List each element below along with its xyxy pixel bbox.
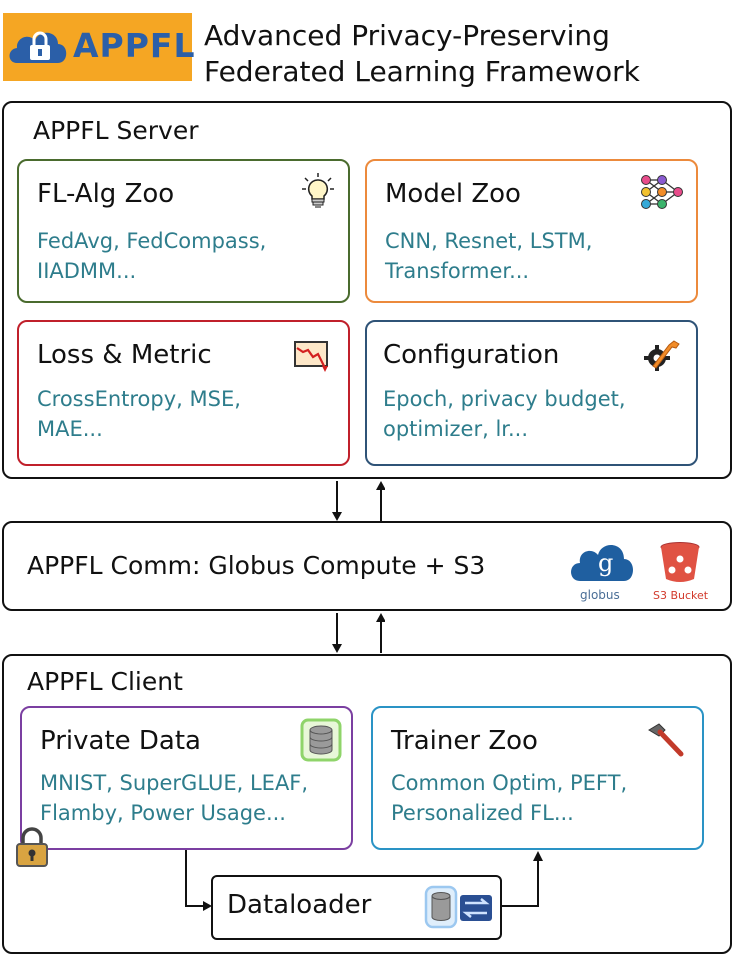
server-comm-arrows bbox=[332, 481, 385, 521]
globus-cloud-icon: g bbox=[571, 544, 633, 581]
private-data-card bbox=[20, 706, 353, 850]
configuration-card bbox=[365, 320, 698, 466]
fl-alg-zoo-card bbox=[17, 159, 350, 303]
lock-icon bbox=[16, 827, 48, 867]
database-icon bbox=[300, 718, 342, 762]
header-title: Advanced Privacy-Preserving Federated Le… bbox=[204, 18, 640, 90]
lightbulb-icon bbox=[302, 173, 334, 208]
private-data-desc: MNIST, SuperGLUE, LEAF, Flamby, Power Us… bbox=[40, 771, 309, 825]
trainer-zoo-desc: Common Optim, PEFT, Personalized FL... bbox=[391, 771, 628, 825]
dataloader-title: Dataloader bbox=[227, 890, 372, 920]
database-transfer-icon bbox=[424, 885, 492, 929]
configuration-desc: Epoch, privacy budget, optimizer, lr... bbox=[383, 387, 626, 441]
header-title-line1: Advanced Privacy-Preserving bbox=[204, 19, 610, 52]
client-title: APPFL Client bbox=[27, 667, 183, 696]
private-data-title: Private Data bbox=[40, 726, 201, 756]
loss-metric-desc: CrossEntropy, MSE, MAE... bbox=[37, 387, 241, 441]
appfl-logo: APPFL bbox=[3, 13, 196, 81]
server-title: APPFL Server bbox=[33, 116, 199, 145]
fl-alg-zoo-title: FL-Alg Zoo bbox=[37, 179, 175, 209]
fl-alg-zoo-desc: FedAvg, FedCompass, IIADMM... bbox=[37, 229, 267, 283]
cloud-lock-icon bbox=[9, 31, 67, 63]
loss-metric-title: Loss & Metric bbox=[37, 340, 212, 370]
trainer-zoo-title: Trainer Zoo bbox=[391, 726, 538, 756]
neural-network-icon bbox=[641, 175, 683, 209]
hammer-icon bbox=[648, 723, 684, 757]
globus-label: globus bbox=[580, 588, 620, 602]
s3-bucket-icon bbox=[660, 542, 700, 582]
header-title-line2: Federated Learning Framework bbox=[204, 55, 640, 88]
logo-text: APPFL bbox=[73, 26, 196, 65]
model-zoo-title: Model Zoo bbox=[385, 179, 521, 209]
svg-text:g: g bbox=[598, 549, 613, 577]
model-zoo-desc: CNN, Resnet, LSTM, Transformer... bbox=[385, 229, 593, 283]
line-chart-icon bbox=[294, 341, 328, 372]
comm-client-arrows bbox=[332, 613, 385, 653]
s3-bucket-label: S3 Bucket bbox=[653, 589, 709, 602]
comm-title: APPFL Comm: Globus Compute + S3 bbox=[27, 551, 486, 580]
gear-wrench-icon bbox=[644, 340, 680, 371]
configuration-title: Configuration bbox=[383, 340, 560, 370]
